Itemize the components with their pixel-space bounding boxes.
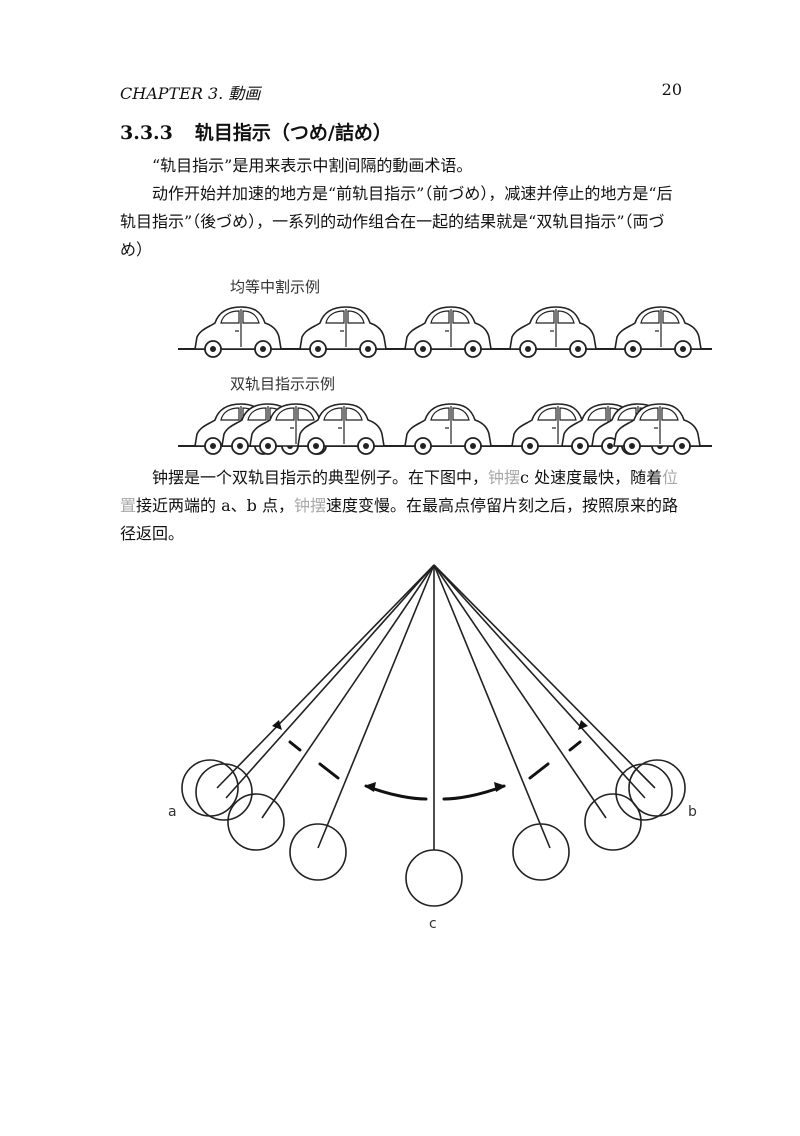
car-double-5	[404, 403, 492, 455]
pendulum-string	[216, 564, 435, 789]
car-even-3	[404, 306, 492, 358]
chapter-title: CHAPTER 3. 動画	[120, 84, 261, 103]
pendulum-text-4: 速度变慢。在最高点停留片刻之后，按照原来的路径返回。	[120, 496, 679, 543]
running-header: CHAPTER 3. 動画 20	[120, 80, 682, 104]
section-title-text: 轨目指示（つめ/詰め）	[194, 122, 392, 144]
section-heading: 3.3.3 轨目指示（つめ/詰め）	[120, 118, 392, 145]
car-spacing-figure	[178, 306, 712, 455]
paragraph-pendulum: 钟摆是一个双轨目指示的典型例子。在下图中，钟摆c 处速度最快，随着位置接近两端的…	[120, 464, 682, 548]
point-b-label: b	[688, 804, 697, 820]
pendulum-link-1[interactable]: 钟摆	[488, 468, 521, 487]
car-even-4	[509, 306, 597, 358]
paragraph-explanation: 动作开始并加速的地方是“前轨目指示”（前づめ），减速并停止的地方是“后轨目指示”…	[120, 184, 673, 259]
section-number: 3.3.3	[120, 122, 173, 144]
point-a-label: a	[168, 804, 177, 820]
car-even-1	[194, 306, 282, 358]
pendulum-figure: a b c	[168, 564, 697, 932]
car-even-5	[614, 306, 702, 358]
position-link[interactable]: 位置	[120, 468, 679, 515]
pendulum-text-3: 接近两端的 a、b 点，	[136, 496, 294, 515]
page-number: 20	[661, 80, 682, 99]
paragraph-definition: “轨目指示”是用来表示中割间隔的動画术语。	[152, 156, 473, 175]
point-c-label: c	[429, 916, 437, 932]
double-spacing-caption: 双轨目指示示例	[230, 375, 336, 393]
even-spacing-caption: 均等中割示例	[230, 278, 321, 296]
pendulum-text-2: c 处速度最快，随着	[520, 468, 663, 487]
car-even-2	[299, 306, 387, 358]
pendulum-text-1: 钟摆是一个双轨目指示的典型例子。在下图中，	[152, 468, 489, 487]
pendulum-link-2[interactable]: 钟摆	[293, 496, 326, 515]
